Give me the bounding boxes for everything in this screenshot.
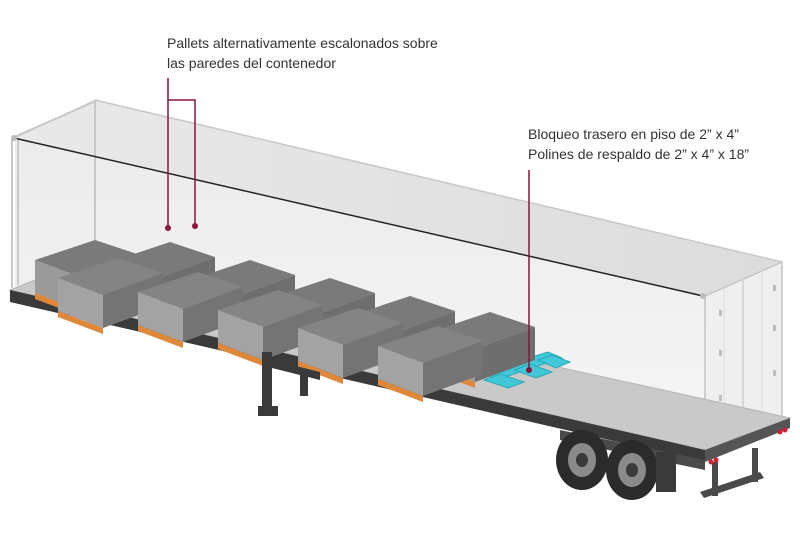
blocking-label-line1: Bloqueo trasero en piso de 2” x 4” — [528, 126, 739, 142]
pallets-leader-line — [167, 78, 196, 228]
container-roof-edge — [13, 137, 704, 297]
pallets-leader-dot-2 — [192, 223, 198, 229]
landing-gear — [258, 352, 320, 416]
rear-wheels — [556, 430, 658, 500]
pallets-staggered-label: Pallets alternativamente escalonados sob… — [167, 33, 438, 73]
container-front-frame — [11, 99, 99, 288]
pallets-leader-dot-1 — [165, 225, 171, 231]
rear-bumper — [700, 448, 764, 498]
rear-blocking-label: Bloqueo trasero en piso de 2” x 4” Polin… — [528, 124, 749, 164]
pallets-label-line1: Pallets alternativamente escalonados sob… — [167, 35, 438, 51]
pallets-label-line2: las paredes del contenedor — [167, 55, 336, 71]
blocking-leader-dot — [526, 367, 532, 373]
pallet-row-front — [58, 258, 483, 402]
container-back-wall — [15, 100, 782, 435]
mud-flap — [656, 452, 676, 492]
blocking-label-line2: Polines de respaldo de 2” x 4” x 18” — [528, 146, 750, 162]
tail-lights — [708, 427, 788, 465]
